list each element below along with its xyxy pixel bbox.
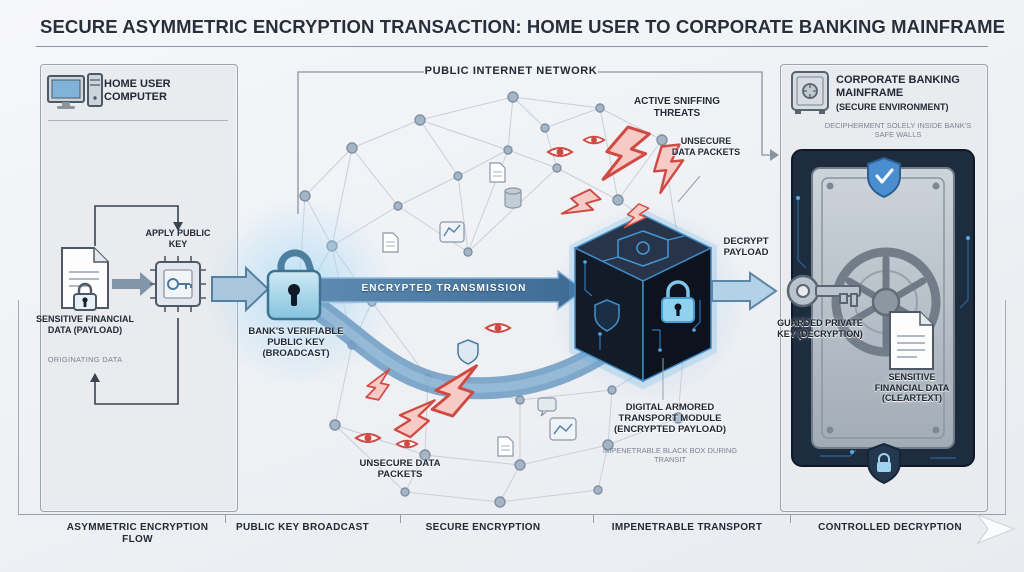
cleartext-label: SENSITIVE FINANCIAL DATA (CLEARTEXT) (874, 372, 950, 404)
diagram-title: SECURE ASYMMETRIC ENCRYPTION TRANSACTION… (40, 16, 1006, 37)
mainframe-title: CORPORATE BANKING MAINFRAME (836, 74, 960, 99)
computer-icon (47, 73, 103, 109)
frame-left (18, 300, 19, 514)
footer-section-3: SECURE ENCRYPTION (425, 522, 541, 533)
private-key-label: GUARDED PRIVATE KEY (DECRYPTION) (777, 318, 863, 339)
transport-module-label: DIGITAL ARMORED TRANSPORT MODULE (ENCRYP… (613, 402, 727, 436)
unsecure-packets-bottom-label: UNSECURE DATA PACKETS (359, 458, 441, 481)
footer-rule (18, 514, 1006, 515)
originating-data-label: ORIGINATING DATA (47, 355, 123, 364)
unsecure-packets-top-label: UNSECURE DATA PACKETS (671, 136, 741, 157)
loop-arrowhead-down (173, 222, 183, 231)
label-connectors (662, 175, 701, 400)
mainframe-subtitle: (SECURE ENVIRONMENT) (836, 102, 949, 112)
armored-transport-cube-icon (569, 208, 717, 390)
cube-padlock-icon (661, 280, 695, 323)
title-underline (36, 46, 988, 47)
home-panel-title: HOME USER COMPUTER (104, 78, 171, 103)
into-mainframe-arrowhead (770, 149, 779, 161)
vault-shield-check-icon (867, 156, 901, 199)
private-key-icon (786, 274, 861, 308)
apply-public-key-label: APPLY PUBLIC KEY (145, 228, 211, 249)
footer-tick (790, 514, 791, 523)
swoosh-shield-icon (457, 339, 479, 365)
apply-public-key-chip-icon (150, 256, 206, 312)
bank-public-key-label: BANK'S VERIFIABLE PUBLIC KEY (BROADCAST) (248, 326, 344, 360)
chat-node-icon (537, 397, 557, 417)
frame-right (1005, 300, 1006, 514)
public-key-padlock-icon (266, 249, 322, 321)
vault-shield-lock-icon (867, 442, 901, 485)
mainframe-note: DECIPHERMENT SOLELY INSIDE BANK'S SAFE W… (824, 121, 972, 139)
footer-chevron-icon (976, 513, 1016, 545)
blackbox-label: IMPENETRABLE BLACK BOX DURING TRANSIT (602, 446, 738, 464)
network-title-rules (297, 71, 770, 214)
vault-graphic (791, 149, 975, 485)
cube-shield-icon (594, 299, 620, 332)
footer-tick (593, 514, 594, 523)
chart-node-icon (439, 221, 577, 441)
footer-tick (400, 514, 401, 523)
sniffing-eye-icons (354, 135, 606, 449)
doc-to-chip-arrow (112, 272, 154, 296)
payload-document-icon (61, 247, 109, 311)
home-panel-divider (48, 120, 228, 121)
cleartext-document-icon (889, 311, 934, 370)
loop-arrowhead-up (90, 373, 100, 382)
payload-label: SENSITIVE FINANCIAL DATA (PAYLOAD) (36, 314, 135, 335)
footer-section-1: ASYMMETRIC ENCRYPTION FLOW (66, 522, 209, 545)
footer-section-5: CONTROLLED DECRYPTION (818, 522, 962, 533)
to-vault-arrow (711, 271, 778, 311)
encrypted-transmission-label: ENCRYPTED TRANSMISSION (361, 283, 527, 294)
footer-tick (225, 514, 226, 523)
footer-section-2: PUBLIC KEY BROADCAST (235, 522, 370, 533)
safe-icon (791, 71, 829, 114)
footer-section-4: IMPENETRABLE TRANSPORT (611, 522, 763, 533)
home-flow-loop (94, 205, 179, 405)
database-icon (504, 187, 522, 209)
sniffing-threats-label: ACTIVE SNIFFING THREATS (633, 96, 721, 119)
to-network-arrow (211, 265, 270, 313)
network-title: PUBLIC INTERNET NETWORK (424, 65, 598, 77)
decrypt-payload-label: DECRYPT PAYLOAD (723, 236, 769, 259)
